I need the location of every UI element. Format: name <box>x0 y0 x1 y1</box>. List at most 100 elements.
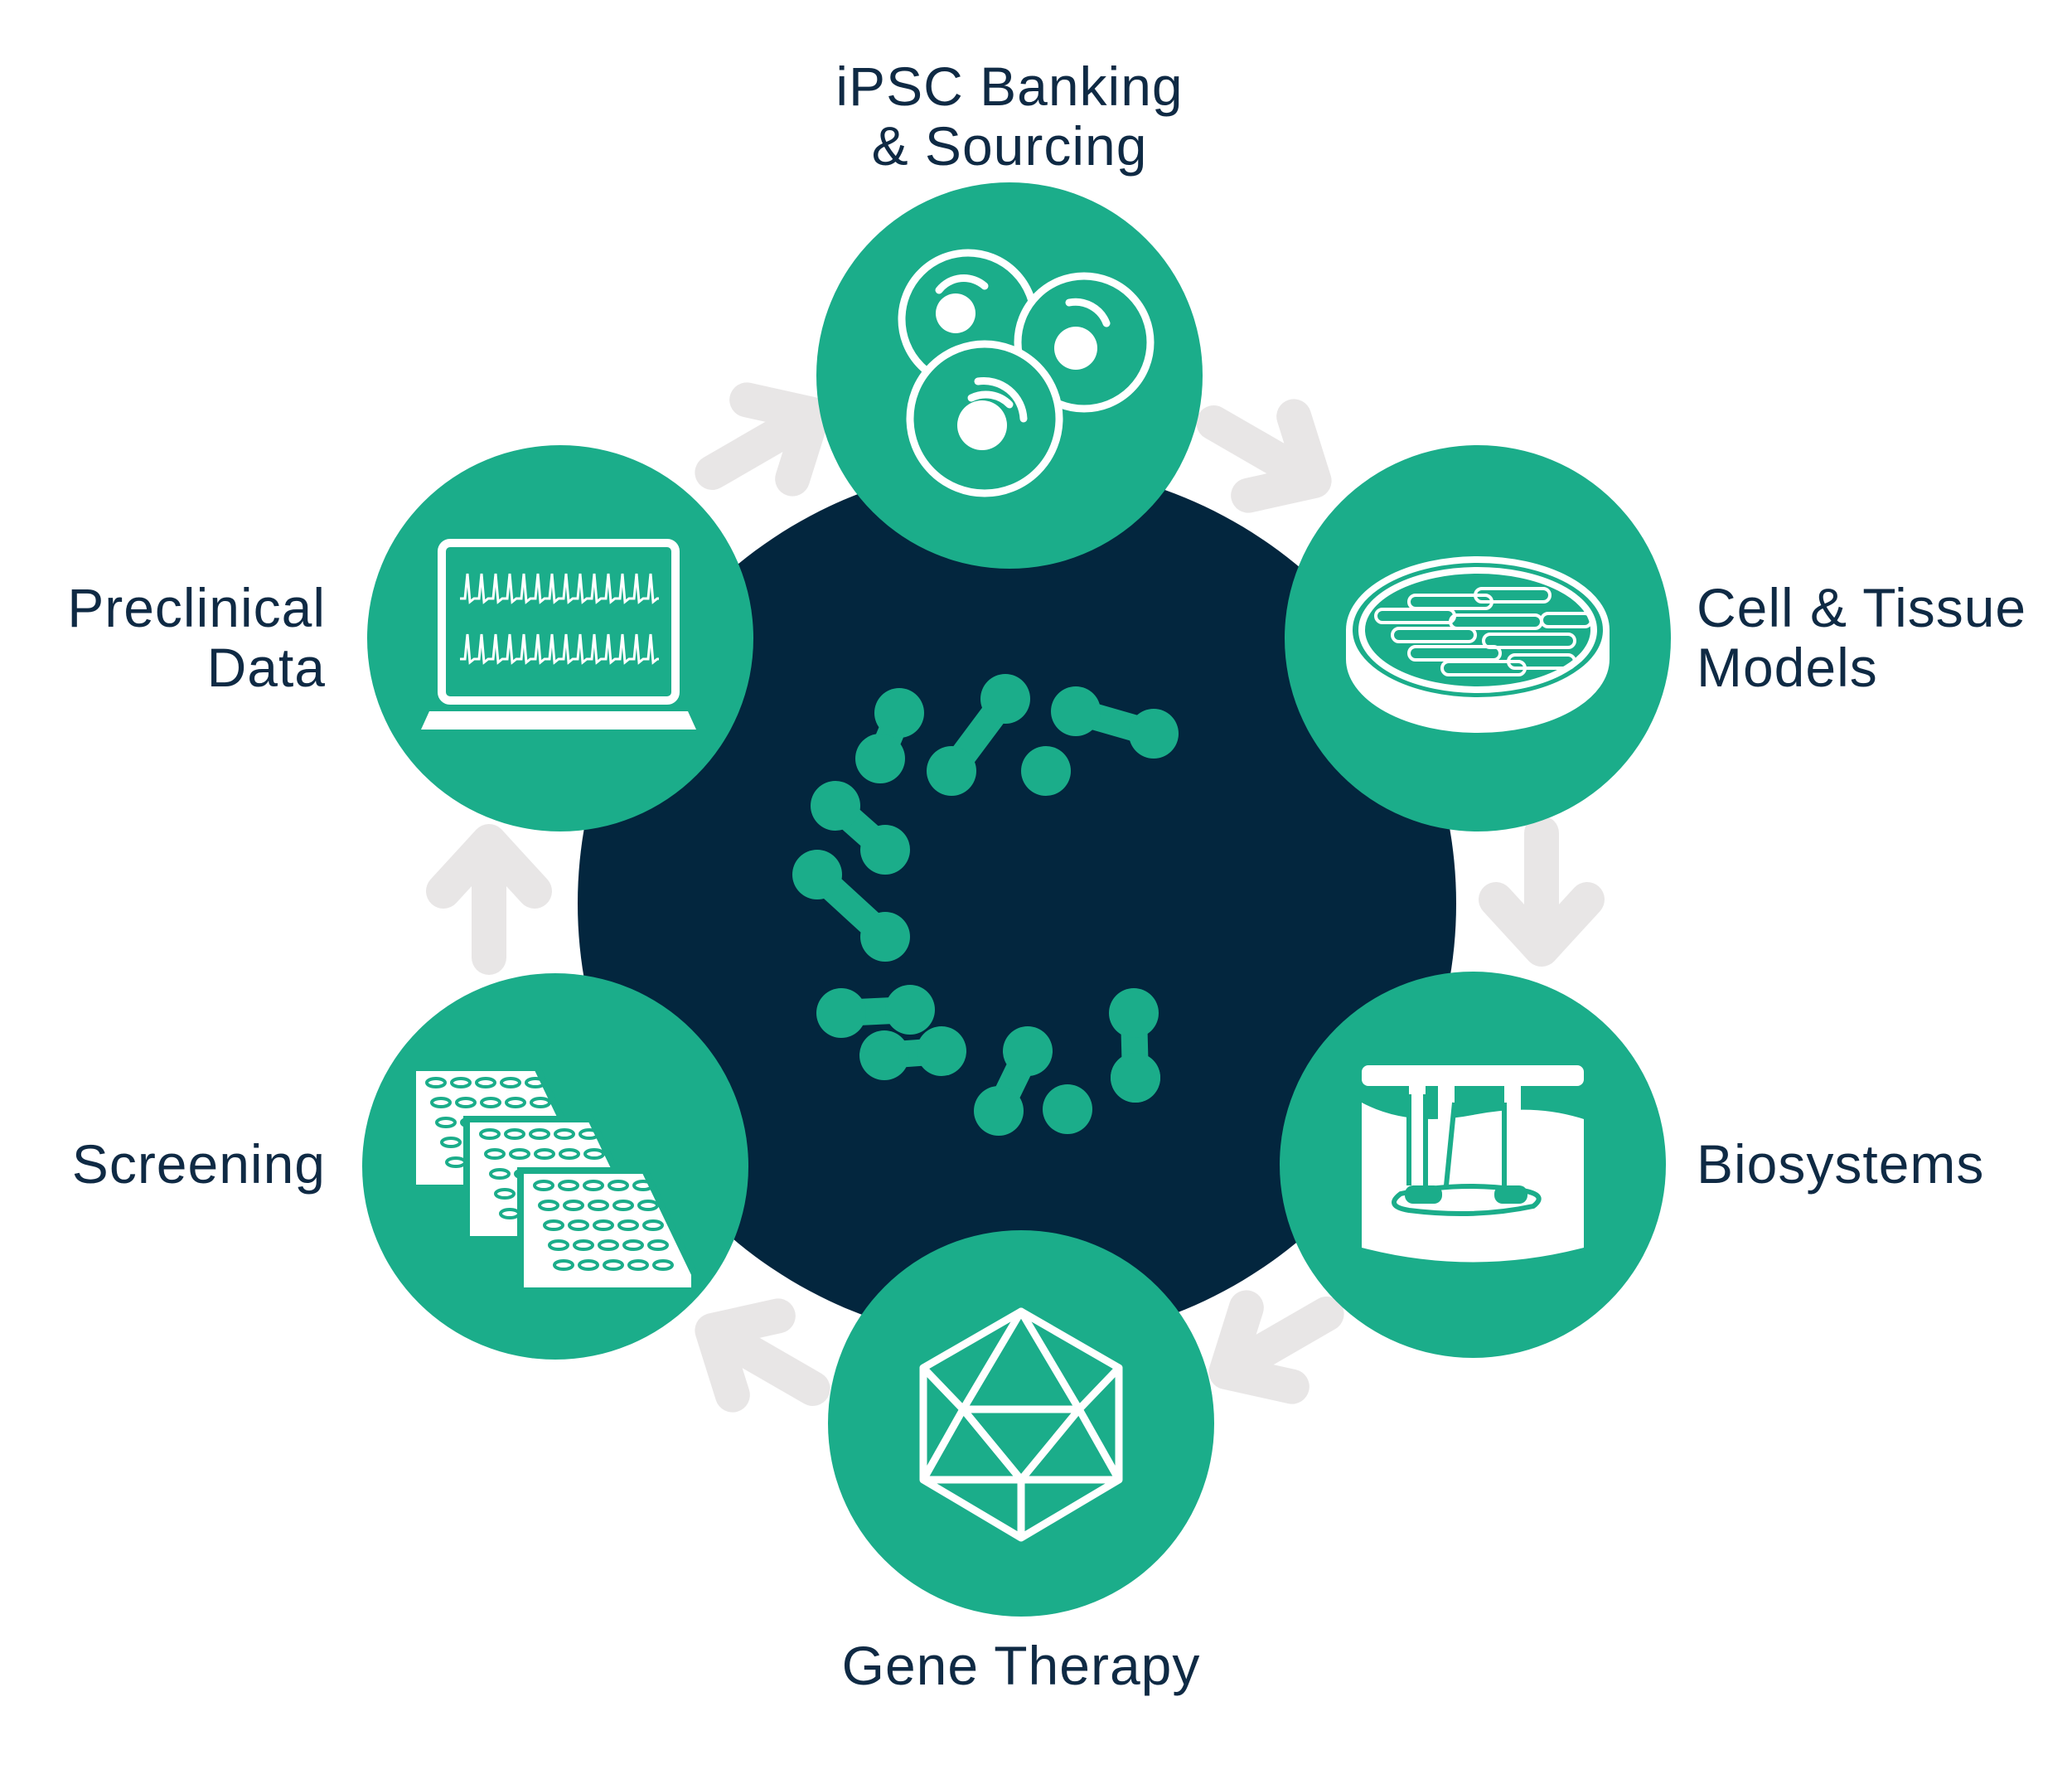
logo-dot <box>1021 746 1071 796</box>
logo-dot <box>816 988 866 1038</box>
arrow-screening-to-preclinical <box>426 824 552 975</box>
well <box>505 1097 526 1108</box>
well <box>588 1200 609 1211</box>
logo-dot <box>811 781 860 831</box>
well <box>475 1077 496 1088</box>
arrow-gene-therapy-to-screening <box>695 1298 830 1413</box>
logo-dot <box>1111 1053 1160 1103</box>
well <box>622 1239 644 1251</box>
well <box>554 1128 575 1140</box>
arrow-preclinical-to-ipsc <box>695 382 830 497</box>
well <box>440 1137 462 1148</box>
label-ipsc: iPSC Banking & Sourcing <box>744 56 1275 176</box>
arrow-biosystems-to-gene-therapy <box>1208 1290 1344 1404</box>
logo-dot <box>859 1030 909 1080</box>
logo-dot <box>980 674 1030 724</box>
c-dots-logo-icon <box>792 674 1179 1136</box>
logo-dot <box>1129 709 1179 759</box>
well <box>455 1097 477 1108</box>
stage-circle-gene-therapy[interactable] <box>828 1230 1214 1617</box>
well <box>647 1239 669 1251</box>
stage-circle-preclinical[interactable] <box>367 445 753 831</box>
well-plates-icon <box>409 1064 698 1294</box>
well <box>538 1200 559 1211</box>
well <box>568 1219 589 1231</box>
well <box>579 1128 600 1140</box>
well <box>479 1128 501 1140</box>
label-ipsc-line1: iPSC Banking <box>835 56 1184 117</box>
arrow-cell-tissue-to-biosystems <box>1479 816 1605 967</box>
well <box>525 1077 546 1088</box>
well <box>543 1219 564 1231</box>
well <box>504 1128 525 1140</box>
logo-dot <box>855 734 905 783</box>
well <box>480 1097 501 1108</box>
label-biosystems-line1: Biosystems <box>1697 1133 1985 1195</box>
label-screening: Screening <box>17 1134 326 1194</box>
label-cell-tissue-line2: Models <box>1697 637 1878 698</box>
well <box>530 1097 551 1108</box>
stem-cells-icon <box>898 249 1155 497</box>
label-preclinical: Preclinical Data <box>17 578 326 697</box>
cycle-arrows <box>426 382 1605 1413</box>
well <box>500 1077 521 1088</box>
well <box>533 1180 554 1191</box>
label-cell-tissue-line1: Cell & Tissue <box>1697 577 2027 638</box>
well <box>425 1077 447 1088</box>
label-biosystems: Biosystems <box>1697 1134 2045 1194</box>
logo-dot <box>1043 1084 1092 1134</box>
laptop-data-icon <box>421 539 696 730</box>
well <box>494 1188 516 1200</box>
well <box>593 1219 614 1231</box>
well <box>617 1219 639 1231</box>
well <box>603 1259 624 1271</box>
well <box>598 1239 619 1251</box>
well <box>430 1097 452 1108</box>
well <box>529 1128 550 1140</box>
well <box>583 1148 605 1160</box>
well <box>573 1239 594 1251</box>
label-gene-therapy: Gene Therapy <box>772 1636 1270 1695</box>
well <box>509 1148 530 1160</box>
well <box>553 1259 574 1271</box>
petri-dish-icon <box>1346 556 1610 733</box>
well <box>632 1180 654 1191</box>
logo-dot <box>1109 988 1159 1038</box>
label-preclinical-line2: Data <box>206 637 326 698</box>
logo-dot <box>917 1026 966 1076</box>
well <box>583 1180 604 1191</box>
logo-dot <box>874 688 924 738</box>
well <box>627 1259 649 1271</box>
arrow-ipsc-to-cell-tissue <box>1196 399 1332 513</box>
label-gene-therapy-line1: Gene Therapy <box>841 1635 1201 1696</box>
well <box>578 1259 599 1271</box>
well <box>548 1239 569 1251</box>
label-preclinical-line1: Preclinical <box>67 577 326 638</box>
well <box>612 1200 634 1211</box>
well <box>637 1200 659 1211</box>
well <box>450 1077 472 1088</box>
logo-dot <box>860 825 910 875</box>
well <box>559 1148 580 1160</box>
logo-dot <box>1051 686 1101 736</box>
well <box>435 1117 457 1128</box>
logo-dot <box>927 746 976 796</box>
logo-dot <box>792 850 842 899</box>
well <box>558 1180 579 1191</box>
label-ipsc-line2: & Sourcing <box>871 115 1148 177</box>
logo-dot <box>885 985 935 1035</box>
well <box>534 1148 555 1160</box>
viral-capsid-icon <box>919 1307 1123 1542</box>
well <box>608 1180 629 1191</box>
well <box>484 1148 506 1160</box>
label-screening-line1: Screening <box>71 1133 326 1195</box>
bioreactor-icon <box>1362 1065 1584 1263</box>
well <box>563 1200 584 1211</box>
logo-dot <box>1003 1026 1053 1076</box>
logo-dot <box>974 1086 1024 1136</box>
well <box>489 1168 511 1180</box>
label-cell-tissue: Cell & Tissue Models <box>1697 578 2061 697</box>
center-disc <box>578 464 1456 1343</box>
